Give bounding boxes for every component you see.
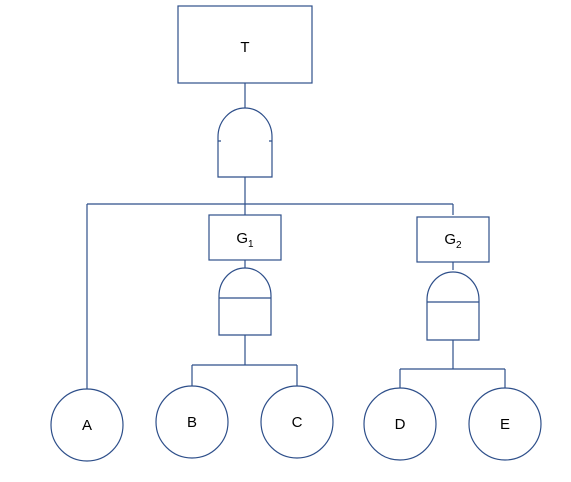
gate-g1-subscript: 1: [248, 239, 254, 250]
gate-g1-box: [208, 214, 282, 261]
g1-and-gate-icon: [218, 267, 272, 336]
basic-event-b-label: B: [187, 414, 197, 431]
basic-event-a: A: [50, 388, 124, 462]
basic-event-e: E: [468, 387, 542, 461]
gate-g1-name: G: [236, 230, 248, 247]
basic-event-b-circle: [155, 385, 229, 459]
gate-g2-name: G: [444, 231, 456, 248]
g2-and-gate-icon: [426, 271, 480, 341]
gate-g1: G1: [208, 214, 282, 261]
basic-event-b: B: [155, 385, 229, 459]
top-and-gate-icon: [217, 107, 273, 178]
basic-event-c-label: C: [292, 414, 303, 431]
basic-event-a-label: A: [82, 417, 92, 434]
top-event: T: [177, 5, 313, 84]
top-event-box: [177, 5, 313, 84]
basic-event-d: D: [363, 387, 437, 461]
top-event-label: T: [240, 39, 249, 56]
gate-g2-label: G2: [444, 231, 462, 251]
basic-event-e-label: E: [500, 416, 510, 433]
basic-event-a-circle: [50, 388, 124, 462]
basic-event-e-circle: [468, 387, 542, 461]
basic-event-c: C: [260, 385, 334, 459]
basic-event-c-circle: [260, 385, 334, 459]
gate-g1-label: G1: [236, 230, 254, 250]
gate-g2-subscript: 2: [456, 240, 462, 251]
basic-event-d-label: D: [395, 416, 406, 433]
basic-event-d-circle: [363, 387, 437, 461]
gate-g2-box: [416, 216, 490, 263]
gate-g2: G2: [416, 216, 490, 263]
connector-lines: [86, 83, 506, 389]
